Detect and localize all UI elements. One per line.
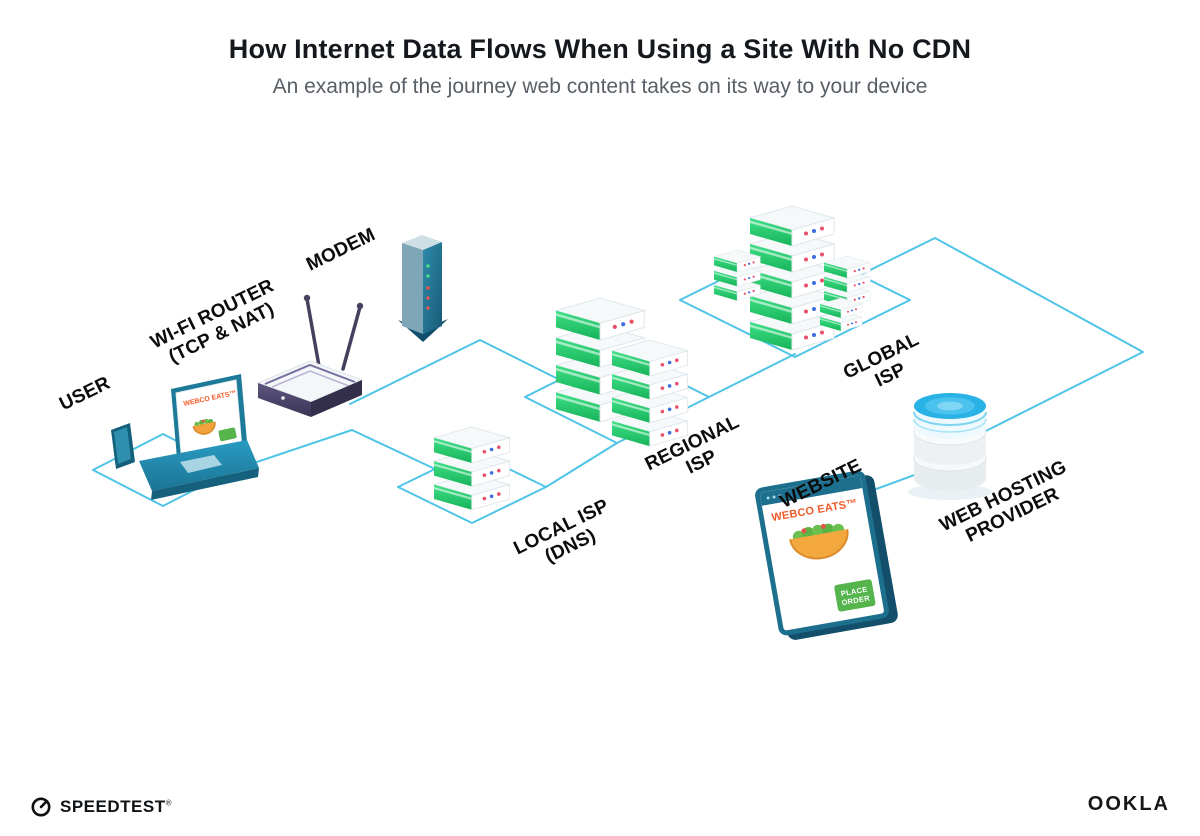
trademark-symbol: ® xyxy=(165,798,172,808)
modem-illustration xyxy=(398,235,448,342)
header: How Internet Data Flows When Using a Sit… xyxy=(0,34,1200,99)
speedtest-logo: SPEEDTEST® xyxy=(30,796,172,818)
local-isp-servers xyxy=(433,426,511,511)
ookla-wordmark: OOKLA xyxy=(1087,793,1170,815)
page-title: How Internet Data Flows When Using a Sit… xyxy=(228,34,972,64)
regional-to-global-line xyxy=(708,353,796,398)
laptop-illustration: WEBCO EATS™ xyxy=(111,374,259,500)
ookla-logo: OOKLA xyxy=(1088,793,1170,816)
speedtest-wordmark: SPEEDTEST® xyxy=(60,797,172,816)
wifi-router-illustration xyxy=(256,294,364,417)
browser-dot-icon xyxy=(772,495,776,499)
browser-dot-icon xyxy=(766,496,770,500)
taco-illustration xyxy=(766,513,874,573)
phone-illustration xyxy=(111,423,135,469)
website-browser: WEBCO EATS™ PLACE ORDER xyxy=(753,469,891,637)
router-antenna-icon xyxy=(303,294,364,371)
regional-isp-servers xyxy=(555,297,689,447)
laptop-taco-icon xyxy=(192,418,216,435)
user-to-local-isp-line xyxy=(232,429,436,471)
speedtest-gauge-icon xyxy=(31,797,51,817)
browser-content: WEBCO EATS™ PLACE ORDER xyxy=(762,488,885,631)
page-subtitle: An example of the journey web content ta… xyxy=(272,75,928,98)
global-to-hosting-line xyxy=(859,237,1144,450)
hosting-database-illustration xyxy=(908,393,992,500)
router-to-regional-line xyxy=(349,339,561,405)
local-to-regional-line xyxy=(545,442,618,488)
laptop-order-button-icon xyxy=(218,427,237,442)
place-order-button: PLACE ORDER xyxy=(833,578,876,613)
